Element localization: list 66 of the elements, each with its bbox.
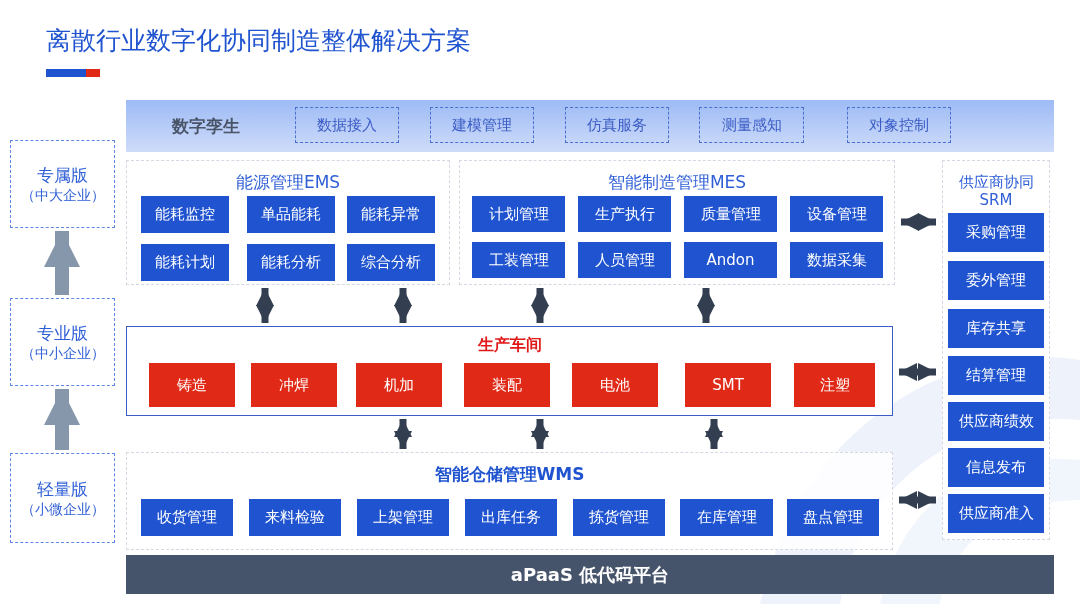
workshop-process-box: 电池	[572, 363, 658, 407]
edition-name: 轻量版	[37, 477, 88, 501]
module-item-box: 能耗监控	[141, 196, 229, 233]
module-item-box: 在库管理	[680, 499, 773, 536]
module-item-box: 出库任务	[465, 499, 557, 536]
workshop-process-box: 铸造	[149, 363, 235, 407]
module-item-box: 供应商绩效	[948, 402, 1044, 441]
edition-name: 专业版	[37, 321, 88, 345]
module-item-box: 综合分析	[347, 244, 435, 281]
module-item-box: 拣货管理	[573, 499, 665, 536]
workshop-process-box: 冲焊	[251, 363, 337, 407]
panel-title: 智能仓储管理WMS	[433, 463, 586, 486]
module-item-box: 计划管理	[472, 196, 565, 232]
band-title: 数字孪生	[172, 115, 240, 138]
module-item-box: 设备管理	[790, 196, 883, 232]
edition-note: （中小企业）	[20, 344, 105, 363]
module-item-box: 工装管理	[472, 242, 565, 278]
workshop-process-box: SMT	[685, 363, 771, 407]
module-item-box: 供应商准入	[948, 494, 1044, 533]
platform-title: aPaaS 低代码平台	[510, 562, 670, 587]
edition-box	[10, 453, 115, 543]
function-box: 数据接入	[295, 107, 399, 143]
module-item-box: 质量管理	[684, 196, 777, 232]
workshop-process-box: 机加	[356, 363, 442, 407]
module-item-box: 委外管理	[948, 261, 1044, 300]
module-item-box: 上架管理	[357, 499, 449, 536]
digital-twin-band	[126, 100, 1054, 152]
module-item-box: 收货管理	[141, 499, 233, 536]
platform-bar	[126, 555, 1054, 594]
edition-box	[10, 298, 115, 386]
module-item-box: 来料检验	[249, 499, 341, 536]
module-item-box: 盘点管理	[787, 499, 879, 536]
function-box: 仿真服务	[565, 107, 669, 143]
arrow	[43, 389, 81, 450]
module-item-box: 数据采集	[790, 242, 883, 278]
module-item-box: 信息发布	[948, 448, 1044, 487]
page-title: 离散行业数字化协同制造整体解决方案	[46, 25, 471, 57]
module-item-box: Andon	[684, 242, 777, 278]
function-box: 对象控制	[847, 107, 951, 143]
module-item-box: 生产执行	[578, 196, 671, 232]
module-item-box: 能耗异常	[347, 196, 435, 233]
module-item-box: 能耗计划	[141, 244, 229, 281]
edition-name: 专属版	[37, 163, 88, 187]
panel-title: 智能制造管理MES	[606, 171, 748, 194]
edition-note: （中大企业）	[20, 186, 105, 205]
panel-title: 能源管理EMS	[234, 171, 342, 194]
panel-title: 生产车间	[476, 335, 543, 356]
module-item-box: 采购管理	[948, 213, 1044, 252]
module-panel	[459, 160, 895, 285]
arrow	[43, 231, 81, 295]
function-box: 测量感知	[699, 107, 804, 143]
module-panel	[126, 452, 893, 550]
module-item-box: 库存共享	[948, 309, 1044, 348]
function-box: 建模管理	[430, 107, 534, 143]
edition-note: （小微企业）	[20, 500, 105, 519]
workshop-panel	[126, 326, 893, 416]
module-panel	[126, 160, 450, 285]
module-item-box: 人员管理	[578, 242, 671, 278]
workshop-process-box: 注塑	[794, 363, 875, 407]
module-item-box: 单品能耗	[247, 196, 335, 233]
panel-title: 供应商协同 SRM	[957, 173, 1035, 209]
edition-box	[10, 140, 115, 228]
module-panel	[942, 160, 1050, 540]
module-item-box: 能耗分析	[247, 244, 335, 281]
module-item-box: 结算管理	[948, 356, 1044, 395]
workshop-process-box: 装配	[464, 363, 550, 407]
